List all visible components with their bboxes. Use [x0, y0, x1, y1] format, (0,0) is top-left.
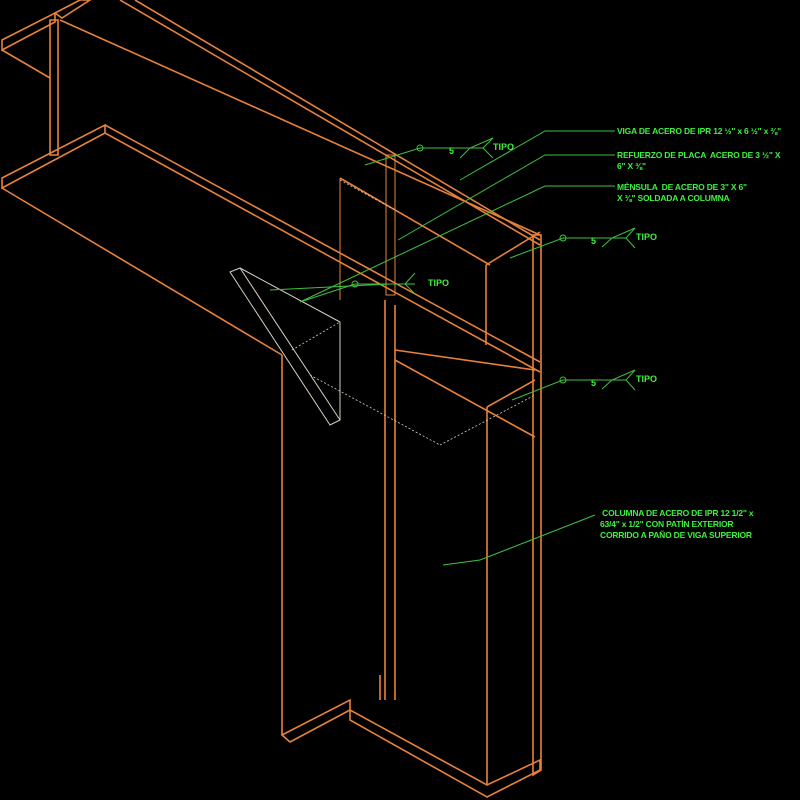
weld-note-1: TIPO: [493, 142, 515, 152]
weld-size-3: 5: [591, 378, 597, 388]
weld-note-4: TIPO: [428, 278, 450, 288]
weld-size-1: 5: [449, 146, 455, 156]
annotation-columna: COLUMNA DE ACERO DE IPR 12 1/2" x 63/4" …: [600, 508, 754, 540]
weld-note-2: TIPO: [636, 232, 658, 242]
weld-note-3: TIPO: [636, 374, 658, 384]
column: [280, 234, 542, 798]
annotation-mensula: MÉNSULA DE ACERO DE 3" X 6" X ⅜" SOLDADA…: [617, 182, 747, 203]
weld-size-2: 5: [591, 236, 597, 246]
annotation-refuerzo: REFUERZO DE PLACA ACERO DE 3 ½" X 6" X ⅜…: [617, 150, 781, 171]
main-beam: [1, 123, 541, 373]
annotation-viga: VIGA DE ACERO DE IPR 12 ½" x 6 ½" x ⅜": [617, 126, 782, 136]
upper-beam: [1, 0, 541, 246]
leaders: [269, 130, 636, 566]
bracket: [229, 267, 536, 446]
stiffener-plate: [339, 154, 396, 300]
